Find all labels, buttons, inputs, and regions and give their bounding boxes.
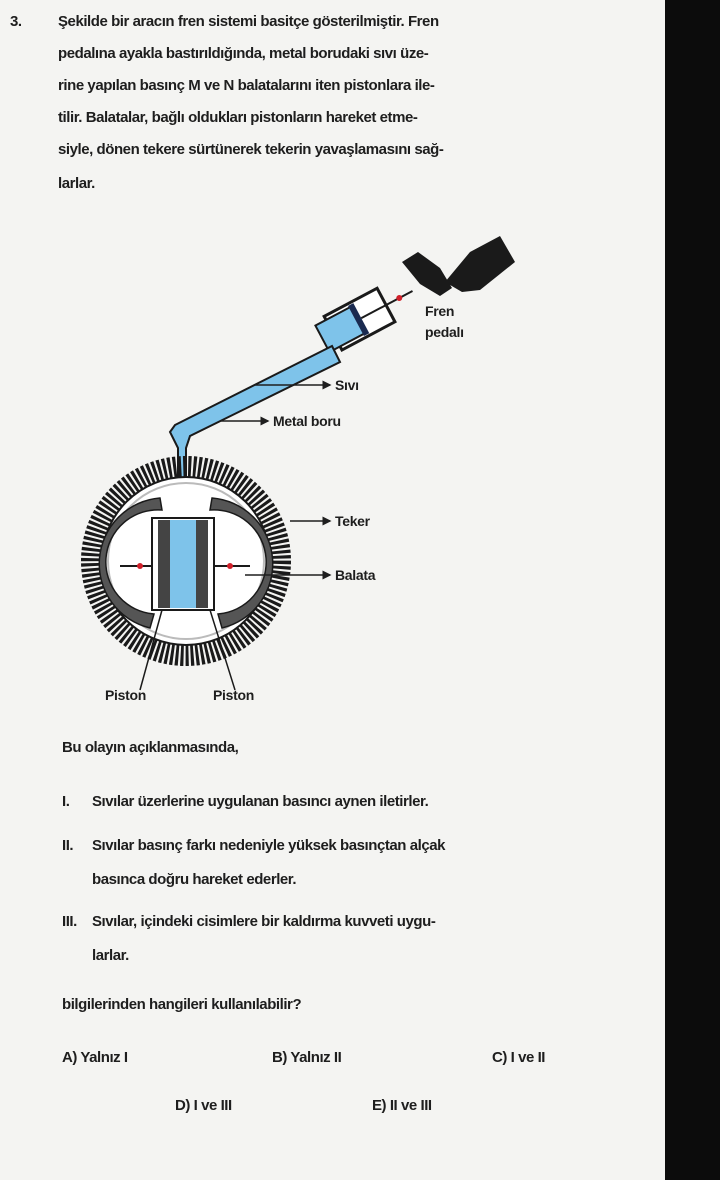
brake-diagram: Fren pedalı Sıvı Metal boru Teker Balata… — [81, 236, 515, 703]
option-key: E) — [372, 1097, 387, 1114]
label-teker: Teker — [335, 513, 371, 529]
master-cylinder — [314, 286, 413, 354]
statement-number: III. — [62, 913, 77, 930]
question-line: siyle, dönen tekere sürtünerek tekerin y… — [58, 141, 444, 158]
question-number: 3. — [10, 13, 22, 30]
question-line: Şekilde bir aracın fren sistemi basitçe … — [58, 13, 439, 30]
option-a[interactable]: A) Yalnız I — [62, 1049, 128, 1066]
foot-pedal-icon — [402, 236, 515, 296]
statement-text: Sıvılar basınç farkı nedeniyle yüksek ba… — [92, 837, 446, 854]
option-key: B) — [272, 1049, 287, 1066]
force-arrow-icon — [396, 294, 403, 301]
wheel — [81, 456, 291, 691]
option-e[interactable]: E) II ve III — [372, 1097, 432, 1114]
prompt-text: Bu olayın açıklanmasında, — [62, 739, 239, 756]
statement-text: larlar. — [92, 947, 129, 964]
question-line: pedalına ayakla bastırıldığında, metal b… — [58, 45, 429, 62]
option-key: A) — [62, 1049, 77, 1066]
option-text: II ve III — [389, 1097, 432, 1114]
option-text: Yalnız II — [290, 1049, 342, 1066]
label-fren: Fren — [425, 303, 454, 319]
statement-text: Sıvılar üzerlerine uygulanan basıncı ayn… — [92, 793, 429, 810]
option-text: I ve II — [510, 1049, 546, 1066]
option-text: I ve III — [193, 1097, 233, 1114]
option-c[interactable]: C) I ve II — [492, 1049, 545, 1066]
label-pedali: pedalı — [425, 324, 464, 340]
question-line: rine yapılan basınç M ve N balatalarını … — [58, 77, 435, 94]
brake-shoe-right — [209, 497, 274, 629]
ask-text: bilgilerinden hangileri kullanılabilir? — [62, 996, 302, 1013]
label-piston-right: Piston — [213, 687, 254, 703]
statement-number: I. — [62, 793, 70, 810]
question-line: larlar. — [58, 175, 95, 192]
statement-number: II. — [62, 837, 74, 854]
label-metal-boru: Metal boru — [273, 413, 341, 429]
dark-edge — [665, 0, 720, 1180]
statement-text: Sıvılar, içindeki cisimlere bir kaldırma… — [92, 913, 436, 930]
option-b[interactable]: B) Yalnız II — [272, 1049, 342, 1066]
label-sivi: Sıvı — [335, 377, 359, 393]
option-key: D) — [175, 1097, 190, 1114]
label-balata: Balata — [335, 567, 376, 583]
option-text: Yalnız I — [80, 1049, 128, 1066]
statement-text: basınca doğru hareket ederler. — [92, 871, 297, 888]
option-d[interactable]: D) I ve III — [175, 1097, 232, 1114]
brake-shoe-left — [98, 497, 163, 629]
option-key: C) — [492, 1049, 507, 1066]
question-line: tilir. Balatalar, bağlı oldukları piston… — [58, 109, 418, 126]
label-piston-left: Piston — [105, 687, 146, 703]
